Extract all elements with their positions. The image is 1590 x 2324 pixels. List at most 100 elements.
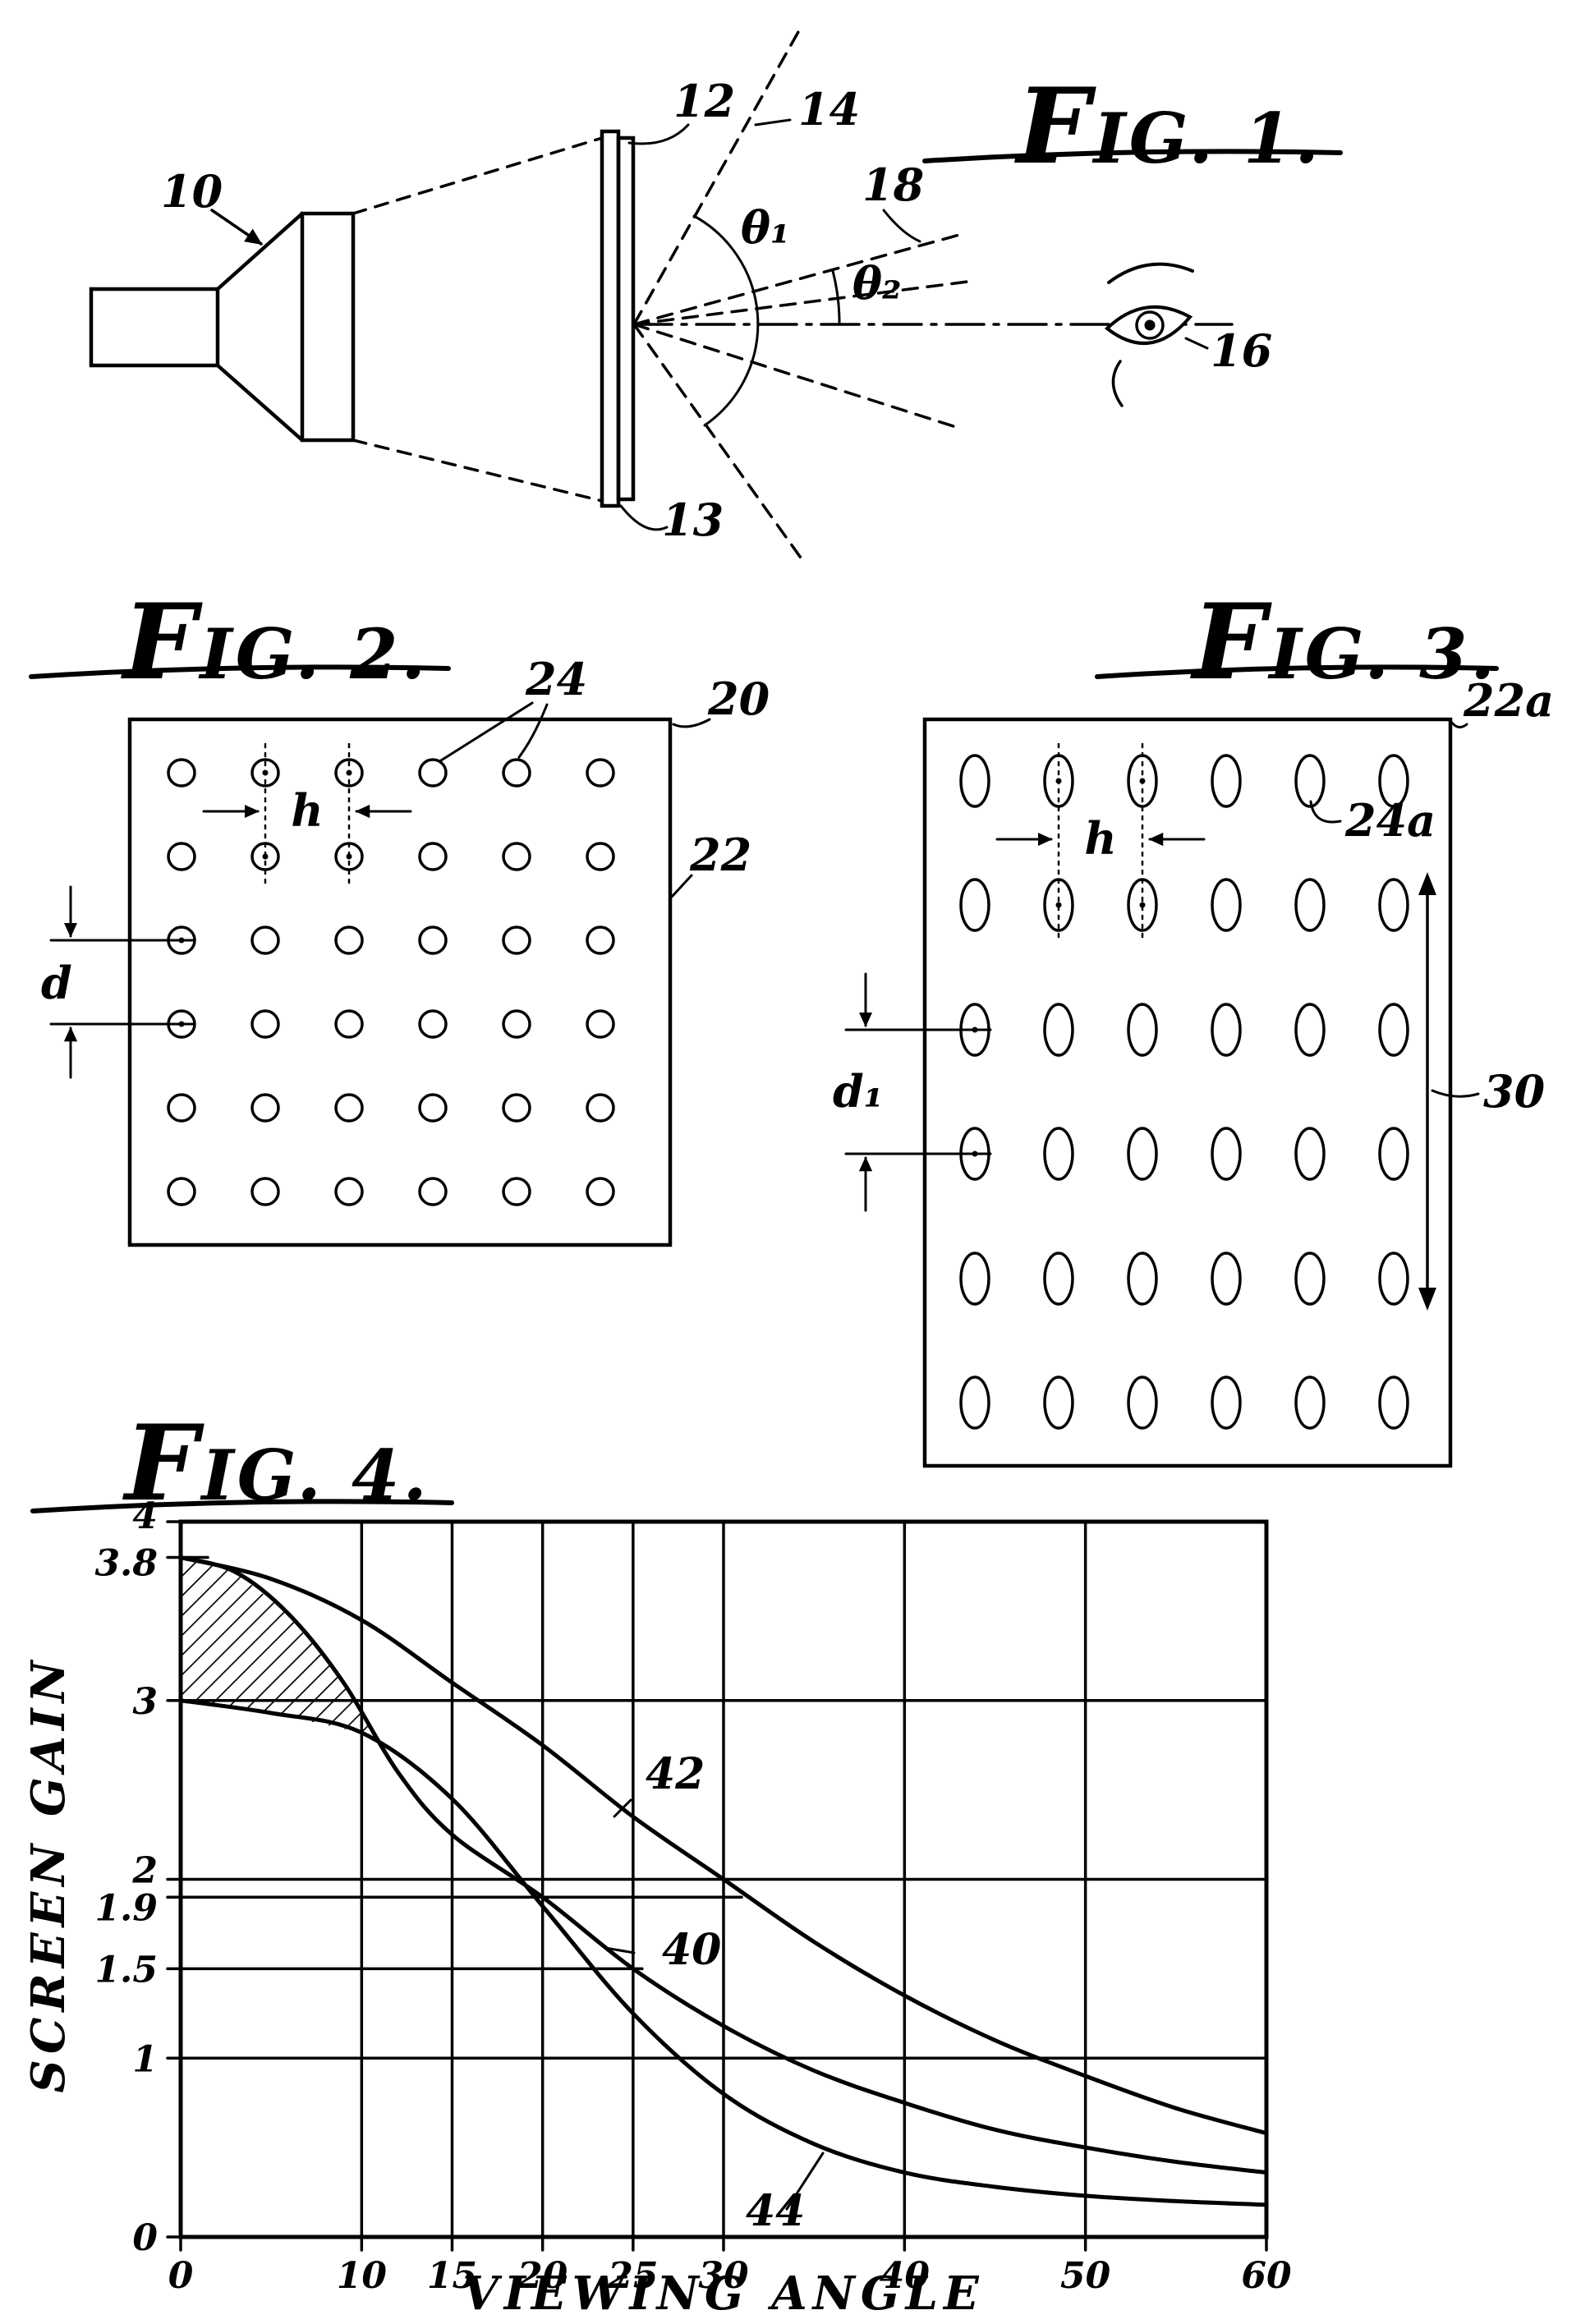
round-hole [586, 1093, 615, 1123]
y-tick-label: 0 [132, 2217, 158, 2259]
leader-22 [670, 874, 693, 898]
ref-13: 13 [662, 494, 724, 546]
ref-22a: 22a [1463, 674, 1554, 727]
fig2-diagram: h d 24 20 22 [29, 653, 770, 1247]
ref-10: 10 [161, 165, 223, 218]
round-hole [334, 758, 364, 788]
leader-30 [1431, 1089, 1480, 1098]
fig3-title: FIG. 3. [1192, 581, 1498, 703]
y-tick-label: 4 [132, 1495, 158, 1537]
oval-hole [1043, 1252, 1074, 1306]
round-hole [250, 1177, 280, 1206]
ref-30: 30 [1483, 1065, 1545, 1118]
x-tick-label: 20 [517, 2255, 568, 2297]
ref-14: 14 [798, 83, 860, 135]
x-axis-title: VIEWING ANGLE [462, 2267, 984, 2321]
curve-label-leader [613, 1798, 632, 1818]
projection-cone-lines [352, 136, 604, 503]
x-tick-label: 0 [168, 2255, 194, 2297]
oval-hole [1294, 754, 1326, 808]
theta1-arc [692, 214, 760, 427]
x-tick-label: 50 [1060, 2255, 1111, 2297]
round-hole [502, 1009, 531, 1039]
d1-extension-lines [844, 1028, 992, 1155]
round-hole [502, 1177, 531, 1206]
oval-hole [1127, 1003, 1158, 1057]
curve-label-44: 44 [746, 2186, 805, 2236]
round-hole [334, 925, 364, 955]
fig1-diagram: 10 12 14 18 θ₁ θ₂ 16 13 [89, 23, 1343, 562]
y-tick-label: 3.8 [94, 1543, 158, 1585]
round-hole [418, 1093, 448, 1123]
y-tick-label: 2 [131, 1850, 158, 1892]
x-tick-label: 10 [337, 2255, 388, 2297]
curve-label-leader [604, 1946, 636, 1954]
round-hole [418, 842, 448, 871]
round-hole [167, 1177, 196, 1206]
y-tick-label: 1.9 [94, 1887, 158, 1929]
leader-24 [439, 701, 549, 762]
ref-24: 24 [525, 653, 587, 705]
oval-hole [1378, 1376, 1409, 1430]
h-extension-lines [264, 742, 351, 889]
x-tick-label: 60 [1241, 2255, 1292, 2297]
oval-hole [959, 878, 990, 932]
oval-hole [1211, 1376, 1242, 1430]
ref-24a: 24a [1344, 794, 1436, 847]
leader-10 [210, 209, 263, 246]
x-tick-label: 40 [880, 2255, 931, 2297]
oval-hole [1211, 1003, 1242, 1057]
round-hole [418, 758, 448, 788]
oval-hole [1294, 1003, 1326, 1057]
screen-panel-inner [616, 135, 636, 502]
x-tick-label: 15 [427, 2255, 477, 2297]
oval-hole [959, 754, 990, 808]
oval-hole [1127, 1376, 1158, 1430]
oval-hole [1127, 1127, 1158, 1181]
x-tick-label: 25 [607, 2255, 658, 2297]
y-tick-label: 1.5 [94, 1949, 158, 1991]
oval-hole [1378, 1127, 1409, 1181]
round-hole [586, 758, 615, 788]
oval-hole [1211, 1252, 1242, 1306]
oval-hole [1294, 1127, 1326, 1181]
leader-24a [1309, 800, 1342, 824]
fig4-title: FIG. 4. [125, 1403, 430, 1524]
curve-label-leader [785, 2152, 825, 2211]
round-hole [250, 925, 280, 955]
crt-funnel [215, 211, 305, 443]
oval-hole [1378, 1252, 1409, 1306]
leader-12 [627, 123, 690, 145]
ref-20: 20 [707, 673, 770, 725]
ref-theta2: θ₂ [852, 257, 902, 310]
span-arrow-30-head-top [1418, 872, 1436, 895]
round-hole [418, 1177, 448, 1206]
ref-18: 18 [862, 158, 924, 211]
oval-hole [1378, 754, 1409, 808]
oval-hole [1378, 878, 1409, 932]
round-hole [334, 1093, 364, 1123]
viewer-eye [1104, 262, 1194, 407]
oval-hole-grid [959, 754, 1409, 1430]
round-hole [502, 842, 531, 871]
fig1-title-underline [922, 149, 1343, 163]
round-hole [250, 1093, 280, 1123]
oval-hole [1127, 1252, 1158, 1306]
hatched-gain-region [181, 1557, 389, 1757]
oval-hole [1043, 1127, 1074, 1181]
fig3-di agram: h d₁ 22a 24a 30 [833, 664, 1554, 1468]
hole-center-mark [1139, 902, 1146, 908]
round-hole [502, 925, 531, 955]
leader-18 [882, 209, 921, 243]
round-hole [167, 1093, 196, 1123]
dim-h: h [291, 784, 323, 837]
oval-hole [1294, 878, 1326, 932]
ref-theta1: θ₁ [741, 201, 790, 254]
leader-20 [672, 718, 711, 728]
gain-curve-40 [178, 1555, 1269, 2175]
d-extension-lines [49, 939, 195, 1026]
